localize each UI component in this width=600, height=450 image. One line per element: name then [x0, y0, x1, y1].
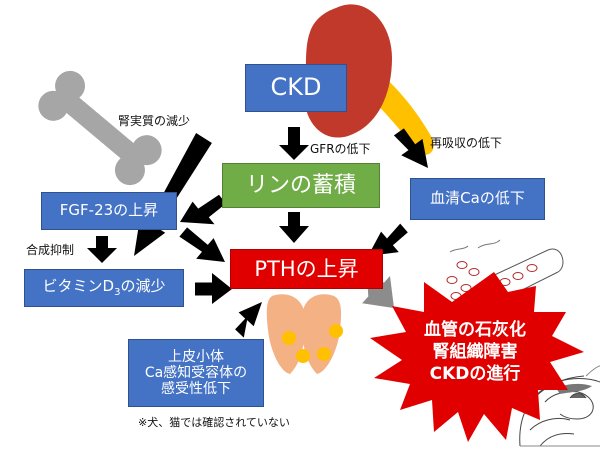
serum-ca-decrease-node: 血清Caの低下	[410, 178, 545, 220]
parathyroid-node: 上皮小体 Ca感知受容体の 感受性低下	[128, 339, 264, 407]
arrow-ckd-to-serum-ca	[393, 128, 428, 168]
vitd3-subscript: 3	[114, 286, 121, 298]
arrow-fgf23-to-pth	[179, 227, 225, 262]
outcome-vascular-calcification: 血管の石灰化	[424, 319, 526, 340]
gfr-decrease-label: GFRの低下	[310, 142, 371, 156]
bone-icon	[38, 70, 162, 186]
arrow-ckd-to-phosphate	[279, 127, 309, 160]
vitd3-decrease-node: ビタミンD3の減少	[24, 269, 184, 307]
footnote: ※犬、猫では確認されていない	[138, 416, 290, 429]
reabsorption-decrease-label: 再吸収の低下	[430, 136, 503, 150]
vitd3-decrease-label: ビタミンD3の減少	[42, 276, 166, 298]
ckd-node: CKD	[245, 64, 347, 112]
pth-rise-node: PTHの上昇	[230, 249, 383, 289]
outcome-ckd-progression: CKDの進行	[429, 364, 521, 385]
outcome-renal-tissue-damage: 腎組織障害	[432, 341, 518, 362]
outcomes-burst-shape	[370, 272, 584, 442]
arrow-parathyroid-to-pth	[235, 302, 262, 338]
fgf23-rise-label: FGF-23の上昇	[59, 201, 159, 220]
pth-rise-label: PTHの上昇	[254, 256, 359, 281]
parathyroid-line-3: 感受性低下	[161, 381, 231, 398]
arrow-phosphate-to-fgf23	[180, 194, 226, 225]
arrow-phosphate-to-pth	[279, 212, 309, 243]
arrow-vitd-to-pth	[195, 273, 232, 304]
arrow-fgf23-to-vitd	[87, 236, 117, 263]
arrow-serum-ca-to-pth	[368, 223, 408, 256]
phosphate-accumulation-label: リンの蓄積	[245, 172, 356, 198]
parathyroid-line-2: Ca感知受容体の	[144, 364, 248, 381]
outcomes-text: 血管の石灰化 腎組織障害 CKDの進行	[400, 309, 550, 395]
serum-ca-decrease-label: 血清Caの低下	[430, 189, 525, 208]
fgf23-rise-node: FGF-23の上昇	[41, 192, 177, 230]
parathyroid-gland-icon	[266, 294, 343, 374]
synthesis-inhibition-label: 合成抑制	[26, 243, 75, 257]
ckd-label: CKD	[270, 73, 322, 102]
parathyroid-line-1: 上皮小体	[168, 348, 224, 365]
renal-parenchyma-loss-label: 腎実質の減少	[118, 114, 191, 128]
phosphate-accumulation-node: リンの蓄積	[222, 163, 380, 208]
